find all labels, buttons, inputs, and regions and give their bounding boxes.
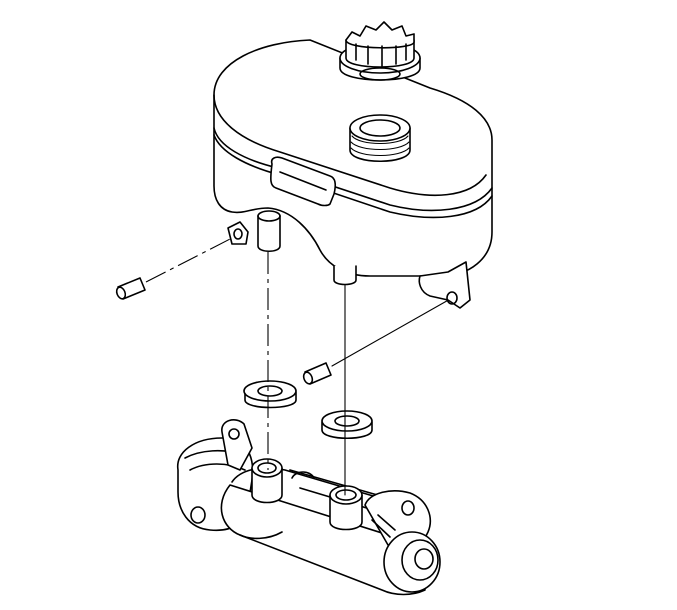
- reservoir-grommet-rear: [243, 380, 297, 409]
- brake-fluid-reservoir: [213, 39, 493, 309]
- reservoir-grommet-front: [321, 410, 373, 439]
- reservoir-retaining-pin-rear: [115, 277, 146, 300]
- reservoir-cap: [339, 21, 421, 81]
- alignment-lines: [145, 77, 453, 496]
- master-cylinder-body: [177, 419, 441, 596]
- reservoir-retaining-pin-front: [302, 362, 332, 385]
